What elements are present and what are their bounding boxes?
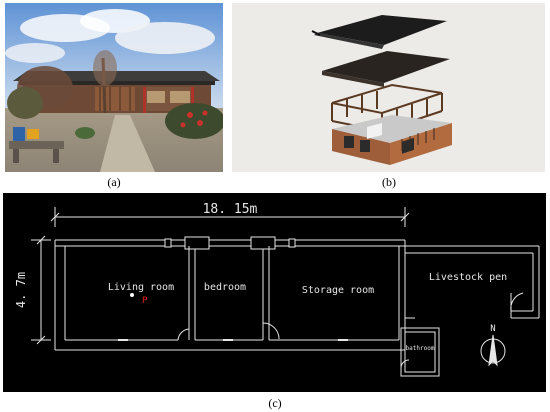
room-label-storage: Storage room [302,285,374,296]
house-photo-illustration [5,3,223,172]
exploded-model [232,3,545,172]
north-label: N [490,324,495,334]
room-label-livestock: Livestock pen [429,272,507,283]
room-label-bathroom: bathroom [406,345,435,352]
room-label-living: Living room [108,282,174,293]
location-marker-label: P [142,296,148,306]
room-label-bedroom: bedroom [204,282,246,293]
caption-a: (a) [107,175,121,189]
photo-courtyard-house [5,3,223,172]
floor-plan-drawing: 18. 15m 4. 7m Living room P bedroom Stor… [3,193,546,392]
floor-plan: 18. 15m 4. 7m Living room P bedroom Stor… [3,193,546,392]
caption-c: (c) [268,396,282,410]
width-dimension-label: 18. 15m [203,202,258,217]
height-dimension-label: 4. 7m [14,272,28,308]
exploded-structure-illustration [232,3,545,172]
caption-b: (b) [382,175,396,189]
